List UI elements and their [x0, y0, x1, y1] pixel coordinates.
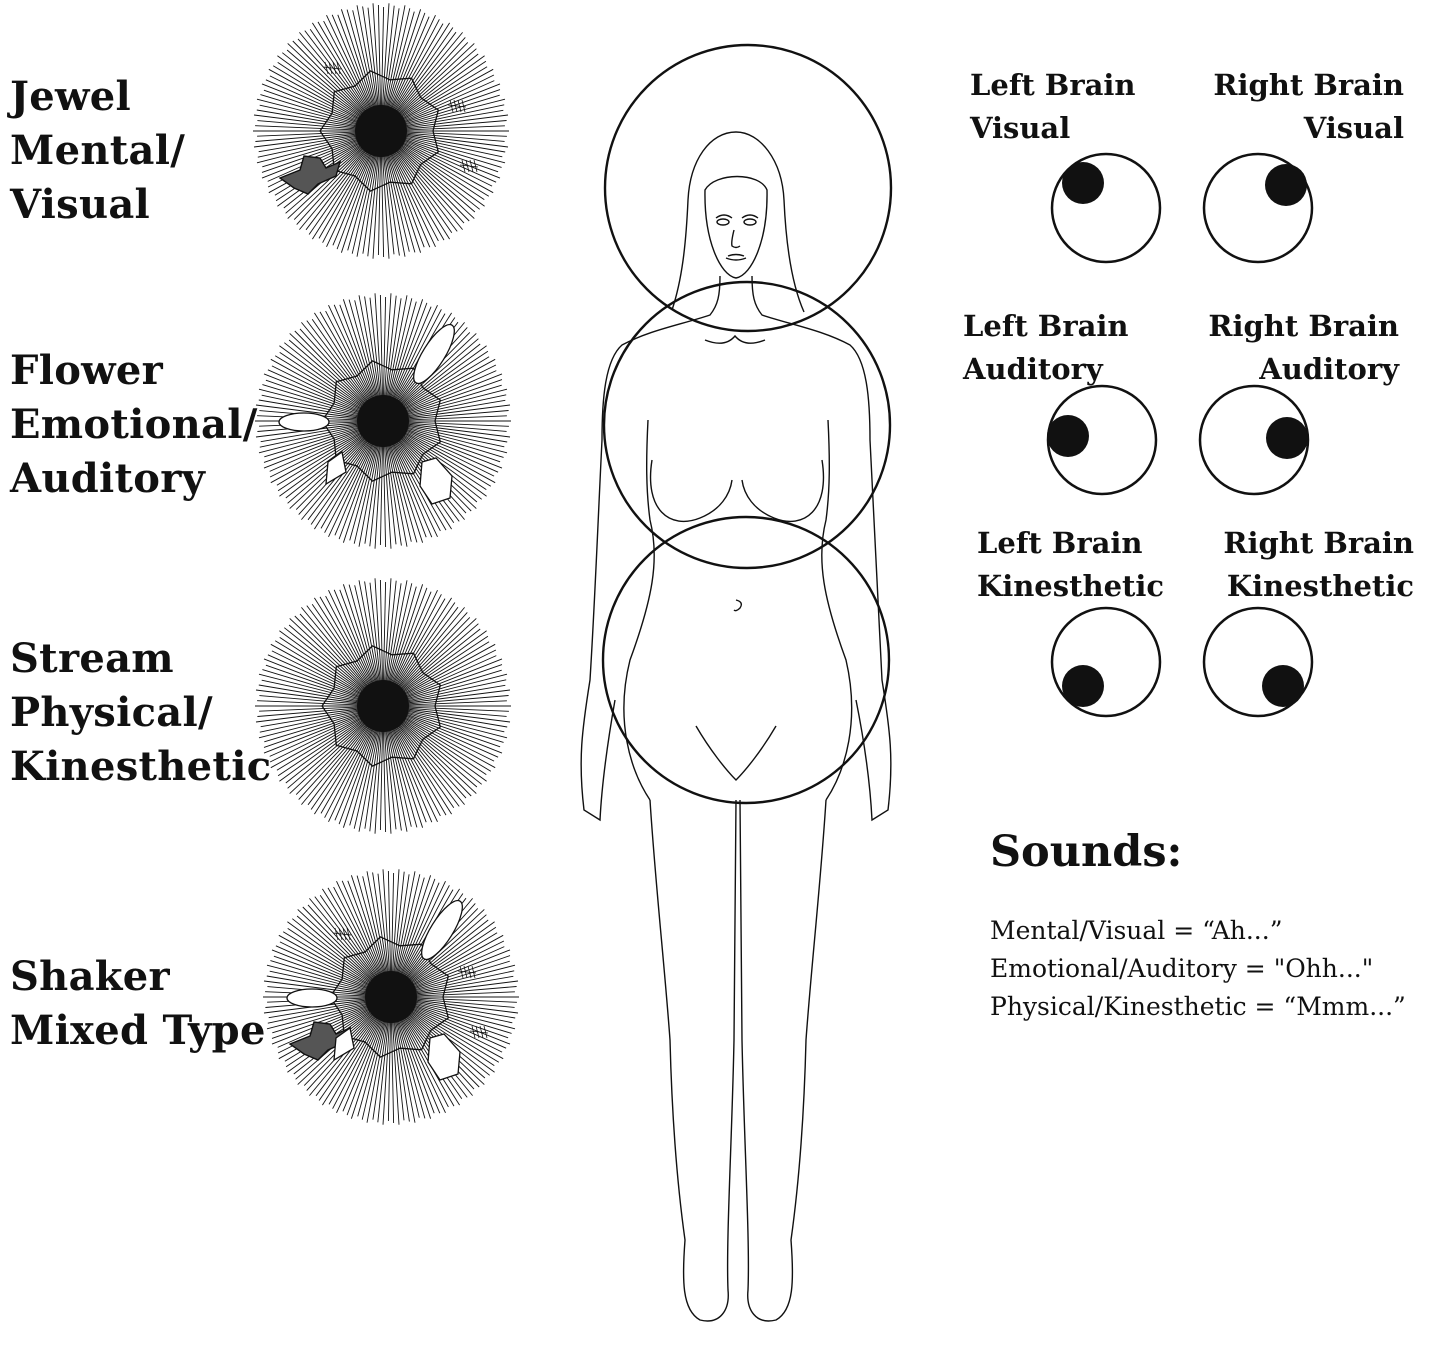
eye-label-line1: Left Brain — [970, 64, 1136, 107]
eye-label-left-brain-visual: Left Brain Visual — [970, 64, 1136, 150]
sounds-list: Mental/Visual = “Ah...” Emotional/Audito… — [990, 912, 1406, 1026]
eye-label-line2: Visual — [970, 107, 1136, 150]
left-arm-outline — [581, 440, 615, 820]
sound-item-physical-kinesthetic: Physical/Kinesthetic = “Mmm...” — [990, 988, 1406, 1026]
pupil — [1266, 417, 1308, 459]
mouth-outline — [726, 255, 746, 261]
flower-petal-left — [287, 989, 337, 1007]
iris-flower-diagram — [252, 290, 514, 552]
navel — [734, 600, 741, 611]
sound-item-emotional-auditory: Emotional/Auditory = "Ohh..." — [990, 950, 1406, 988]
type-category: Mental/ — [10, 124, 185, 178]
iris-shaker-diagram — [260, 866, 522, 1128]
right-torso-outline — [822, 420, 852, 800]
sound-item-mental-visual: Mental/Visual = “Ah...” — [990, 912, 1406, 950]
groin-outline — [696, 726, 776, 780]
type-label-shaker: Shaker Mixed Type — [10, 950, 266, 1058]
eye-label-line2: Visual — [1213, 107, 1404, 150]
chest-energy-circle — [604, 282, 890, 568]
face-outline — [705, 177, 767, 279]
type-name: Stream — [10, 632, 271, 686]
eye-label-line1: Left Brain — [963, 305, 1129, 348]
sounds-title: Sounds: — [990, 822, 1182, 882]
pupil — [1262, 665, 1304, 707]
right-eye — [744, 219, 756, 225]
head-energy-circle — [605, 45, 891, 331]
type-category-line2: Visual — [10, 178, 185, 232]
eye-right-brain-auditory — [1196, 382, 1312, 498]
hair-outline — [672, 132, 804, 312]
iris-pupil — [357, 395, 409, 447]
eye-label-right-brain-auditory: Right Brain Auditory — [1208, 305, 1399, 391]
eye-left-brain-kinesthetic — [1048, 604, 1164, 720]
type-name: Jewel — [10, 70, 185, 124]
eye-label-left-brain-kinesthetic: Left Brain Kinesthetic — [977, 522, 1164, 608]
iris-stream-diagram — [252, 575, 514, 837]
pupil — [1062, 665, 1104, 707]
collarbone — [705, 336, 765, 343]
right-shoulder-outline — [752, 276, 870, 440]
nose-outline — [732, 230, 740, 248]
eye-right-brain-kinesthetic — [1200, 604, 1316, 720]
eye-label-line1: Left Brain — [977, 522, 1164, 565]
eye-label-right-brain-kinesthetic: Right Brain Kinesthetic — [1223, 522, 1414, 608]
right-leg-outline — [740, 800, 826, 1321]
type-category-line2: Kinesthetic — [10, 740, 271, 794]
eye-left-brain-auditory — [1044, 382, 1160, 498]
left-leg-outline — [650, 800, 736, 1321]
pupil — [1062, 162, 1104, 204]
type-label-jewel: Jewel Mental/ Visual — [10, 70, 185, 232]
eye-right-brain-visual — [1200, 150, 1316, 266]
left-eye — [717, 219, 729, 225]
type-category: Emotional/ — [10, 398, 258, 452]
pupil — [1047, 415, 1089, 457]
flower-petal-lower-right — [420, 458, 452, 504]
pupil — [1265, 164, 1307, 206]
left-breast-outline — [651, 460, 732, 521]
body-figure — [560, 40, 920, 1340]
eye-left-brain-visual — [1048, 150, 1164, 266]
eye-label-line1: Right Brain — [1223, 522, 1414, 565]
iris-pupil — [357, 680, 409, 732]
eye-label-line1: Right Brain — [1208, 305, 1399, 348]
right-breast-outline — [742, 460, 823, 521]
eye-outline — [716, 215, 758, 218]
eye-label-line1: Right Brain — [1213, 64, 1404, 107]
flower-petal-lower-right — [428, 1034, 460, 1080]
iris-pupil — [365, 971, 417, 1023]
type-category: Mixed Type — [10, 1004, 266, 1058]
iris-jewel-diagram — [250, 0, 512, 262]
type-name: Flower — [10, 344, 258, 398]
type-name: Shaker — [10, 950, 266, 1004]
eye-label-left-brain-auditory: Left Brain Auditory — [963, 305, 1129, 391]
type-label-stream: Stream Physical/ Kinesthetic — [10, 632, 271, 794]
type-category-line2: Auditory — [10, 452, 258, 506]
type-category: Physical/ — [10, 686, 271, 740]
eye-label-line2: Kinesthetic — [1223, 565, 1414, 608]
eye-label-line2: Kinesthetic — [977, 565, 1164, 608]
type-label-flower: Flower Emotional/ Auditory — [10, 344, 258, 506]
eye-label-right-brain-visual: Right Brain Visual — [1213, 64, 1404, 150]
iris-pupil — [355, 105, 407, 157]
flower-petal-left — [279, 413, 329, 431]
